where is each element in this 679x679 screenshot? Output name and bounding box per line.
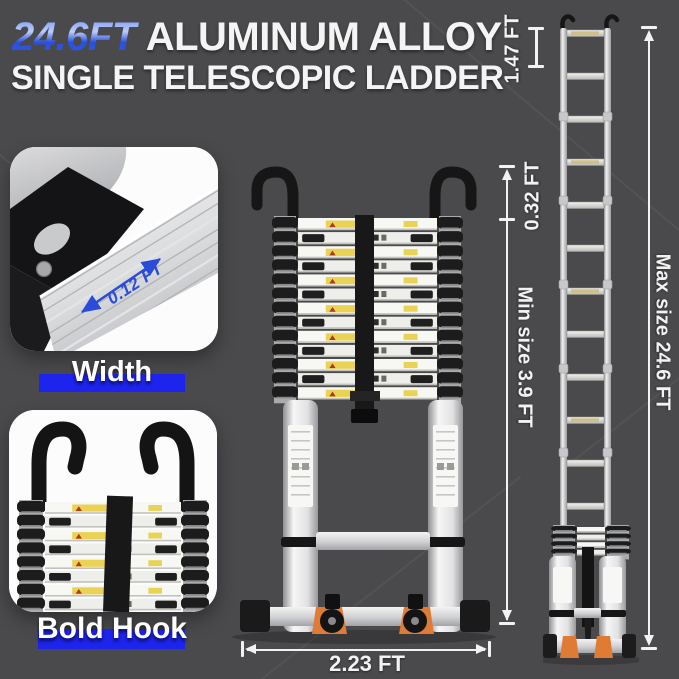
left-rail bbox=[560, 28, 567, 530]
dim-min-label: Min size 3.9 FT bbox=[513, 286, 536, 428]
hooks-graphic bbox=[9, 410, 217, 612]
leg-warning-stickers bbox=[288, 425, 458, 507]
bottom-rung bbox=[574, 608, 601, 618]
left-top-hook-icon bbox=[560, 14, 576, 32]
right-hook-icon bbox=[139, 421, 195, 514]
collapsed-lower-stack bbox=[551, 525, 631, 560]
dim-max-line bbox=[647, 32, 651, 636]
left-wheel-mount bbox=[325, 594, 340, 609]
hook-closeup-photo bbox=[9, 410, 217, 612]
screw bbox=[35, 260, 53, 278]
dim-223-cap-right bbox=[488, 641, 491, 657]
left-wheel-hub bbox=[328, 617, 336, 625]
dim-032-label: 0.32 FT bbox=[521, 161, 544, 231]
strap bbox=[582, 547, 594, 627]
extended-ladder-photo bbox=[543, 14, 639, 665]
dim-147-label: 1.47 FT bbox=[501, 14, 524, 84]
rail-lower bbox=[10, 265, 70, 351]
rung-edge-highlight bbox=[39, 185, 218, 299]
title-rest: ALUMINUM ALLOY bbox=[145, 15, 502, 59]
dim-147-line bbox=[535, 29, 538, 66]
page-subtitle: SINGLE TELESCOPIC LADDER bbox=[11, 59, 504, 97]
dim-min-cap-top bbox=[499, 165, 515, 168]
stabilizer-bar bbox=[243, 607, 488, 626]
joint-cylinder bbox=[33, 223, 71, 255]
hook-label: Bold Hook bbox=[37, 612, 187, 645]
left-foot bbox=[240, 600, 270, 632]
dim-max-cap-bottom bbox=[641, 647, 657, 650]
dim-min-arrow-down bbox=[501, 610, 512, 621]
title-size-highlight: 24.6FT bbox=[12, 15, 140, 59]
left-leg-clamp bbox=[281, 537, 320, 547]
dim-223-arrow-right bbox=[476, 644, 487, 654]
strap bbox=[103, 495, 134, 612]
strap bbox=[355, 215, 374, 411]
width-closeup-photo: 0.12 FT bbox=[10, 147, 218, 351]
right-rail bbox=[604, 28, 611, 530]
left-hook-icon bbox=[31, 421, 87, 514]
right-foot bbox=[622, 634, 636, 658]
strap-buckle bbox=[351, 409, 378, 423]
right-wheel-hub bbox=[411, 617, 419, 625]
dim-223-line bbox=[247, 648, 485, 651]
dim-max-cap-top bbox=[641, 26, 657, 29]
left-foot bbox=[543, 634, 557, 658]
width-dimension-arrow bbox=[81, 258, 161, 313]
dim-max-label: Max size 24.6 FT bbox=[651, 253, 674, 411]
dim-032-tick bbox=[499, 218, 515, 221]
left-leg-clamp bbox=[549, 610, 576, 617]
dim-max-arrow-down bbox=[643, 635, 654, 646]
rung-closeup-graphic: 0.12 FT bbox=[10, 147, 218, 351]
rungs bbox=[558, 29, 613, 510]
right-leg-sticker bbox=[603, 567, 622, 603]
collapsed-ladder-photo bbox=[232, 166, 496, 644]
dim-223-cap-left bbox=[241, 641, 244, 657]
right-leg-clamp bbox=[426, 537, 465, 547]
dim-min-cap-bottom bbox=[499, 622, 515, 625]
dim-147-cap-top bbox=[528, 27, 544, 30]
width-label-bar bbox=[39, 374, 185, 392]
left-orange-foot bbox=[560, 636, 579, 658]
right-hook-icon bbox=[429, 166, 477, 227]
left-hook-icon bbox=[251, 166, 299, 227]
bottom-rung bbox=[316, 532, 430, 550]
left-leg-sticker bbox=[553, 567, 572, 603]
dim-min-line bbox=[505, 171, 509, 620]
width-label: Width bbox=[71, 356, 153, 388]
ground-shadow bbox=[232, 630, 496, 644]
right-orange-foot bbox=[594, 636, 613, 658]
right-leg-clamp bbox=[599, 610, 626, 617]
right-wheel-mount bbox=[408, 594, 423, 609]
dim-147-cap-bottom bbox=[528, 65, 544, 68]
hook-label-bar bbox=[38, 629, 185, 649]
right-foot bbox=[460, 600, 490, 632]
right-top-hook-icon bbox=[604, 14, 620, 32]
dim-223-label: 2.23 FT bbox=[329, 651, 405, 676]
strap-bracket bbox=[350, 391, 380, 401]
